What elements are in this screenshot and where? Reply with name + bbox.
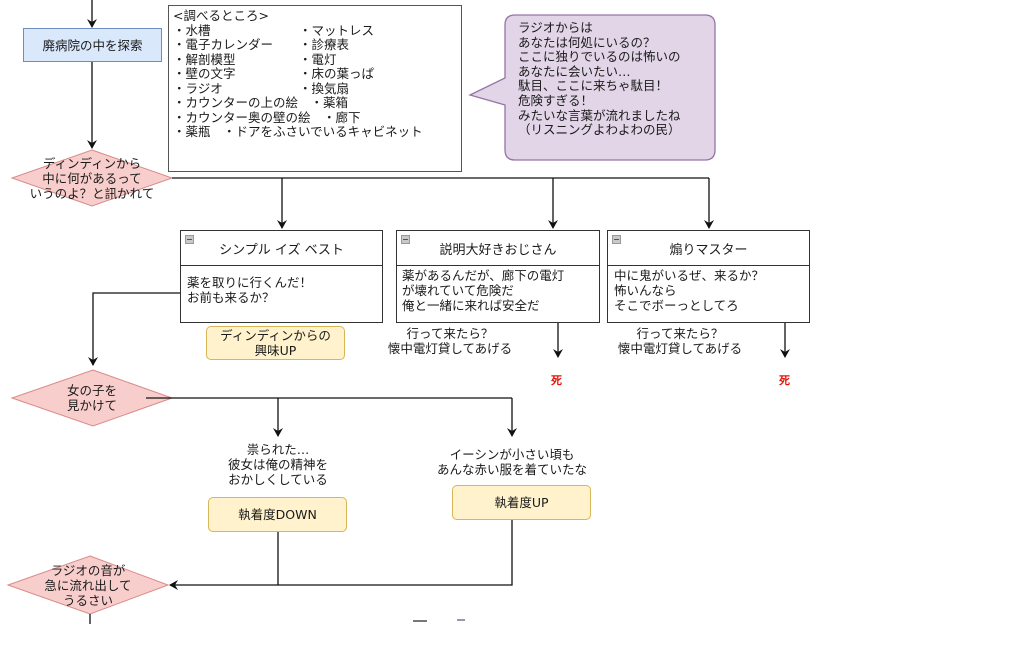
- choice-body-line: 薬があるんだが、廊下の電灯: [402, 268, 565, 283]
- decision-3-line: ラジオの音が: [50, 562, 126, 578]
- branch-line: あんな赤い服を着ていたな: [436, 462, 587, 477]
- collapse-icon[interactable]: [185, 235, 194, 244]
- decision-3-label: ラジオの音が 急に流れ出して うるさい: [8, 556, 168, 614]
- notes-item: ・水槽: [173, 22, 211, 38]
- decision-3-line: 急に流れ出して: [44, 577, 132, 593]
- reply-line: 懐中電灯貸してあげる: [617, 341, 743, 356]
- notes-item: ・薬瓶 ・ドアをふさいでいるキャビネット: [173, 124, 423, 139]
- start-process-label: 廃病院の中を探索: [42, 37, 143, 53]
- decision-2-line: 見かけて: [66, 398, 117, 413]
- callout-line: ラジオからは: [518, 20, 593, 35]
- result-line: ディンディンからの: [220, 328, 331, 343]
- decision-1-shape[interactable]: [10, 149, 174, 207]
- choice-3-reply: 行って来たら？ 懐中電灯貸してあげる: [610, 326, 750, 356]
- choice-body-line: 薬を取りに行くんだ！: [187, 275, 313, 290]
- result-line: 興味UP: [254, 343, 297, 358]
- choice-body-line: が壊れていて危険だ: [402, 283, 514, 298]
- callout-line: ここに独りでいるのは怖いの: [518, 49, 681, 65]
- notes-item: ・換気扇: [299, 80, 350, 96]
- callout-line: みたいな言葉が流れましたね: [518, 107, 681, 123]
- collapse-icon[interactable]: [612, 235, 621, 244]
- choice-simple-is-best[interactable]: シンプル イズ ベスト 薬を取りに行くんだ！ お前も来るか？: [180, 230, 383, 323]
- notes-item: ・床の葉っぱ: [299, 66, 375, 81]
- choice-body-line: 怖いんなら: [614, 283, 677, 298]
- cropped-text-fragment: [457, 619, 465, 621]
- choice-title: 説明大好きおじさん: [439, 242, 557, 258]
- death-outcome-label: 死: [779, 374, 790, 387]
- notes-item: ・診療表: [299, 37, 350, 52]
- reply-line: 行って来たら？: [406, 326, 494, 341]
- decision-1-line: ディンディンから: [42, 155, 142, 171]
- notes-item: ・ラジオ: [173, 80, 223, 96]
- decision-2-line: 女の子を: [66, 383, 117, 398]
- callout-line: （リスニングよわよわの民）: [518, 122, 681, 138]
- decision-1-label: ディンディンから 中に何があるって いうのよ？と訊かれて: [0, 150, 184, 206]
- radio-callout-shape[interactable]: [468, 14, 716, 161]
- branch-line: 彼女は俺の精神を: [227, 457, 328, 472]
- callout-line: あなたに会いたい…: [518, 63, 631, 79]
- investigate-notes-box[interactable]: <調べるところ> ・水槽 ・マットレス ・電子カレンダー ・診療表 ・解剖模型 ・電灯…: [168, 5, 462, 172]
- choice-explanation-uncle[interactable]: 説明大好きおじさん 薬があるんだが、廊下の電灯 が壊れていて危険だ 俺と一緒に来…: [396, 230, 600, 323]
- reply-line: 行って来たら？: [636, 326, 724, 341]
- choice-title: シンプル イズ ベスト: [219, 242, 344, 258]
- reply-line: 懐中電灯貸してあげる: [387, 341, 513, 356]
- branch-line: おかしくしている: [228, 472, 328, 487]
- notes-item: ・カウンター奥の壁の絵 ・廊下: [173, 109, 361, 125]
- result-interest-up[interactable]: ディンディンからの 興味UP: [206, 326, 345, 360]
- notes-item: ・電灯: [299, 51, 337, 67]
- radio-callout-text: ラジオからは あなたは何処にいるの？ ここに独りでいるのは怖いの あなたに会いた…: [518, 20, 713, 138]
- notes-item: ・カウンターの上の絵 ・薬箱: [173, 95, 349, 110]
- choice-title: 煽りマスター: [669, 242, 748, 258]
- choice-body-line: そこでボーっとしてろ: [614, 298, 739, 313]
- choice-body-line: 中に鬼がいるぜ、来るか？: [614, 268, 765, 283]
- choice-body-line: お前も来るか？: [187, 290, 275, 305]
- callout-line: 危険すぎる！: [518, 92, 594, 108]
- decision-2-shape[interactable]: [10, 369, 174, 427]
- choice-body-line: 俺と一緒に来れば安全だ: [402, 298, 540, 313]
- result-attachment-up[interactable]: 執着度UP: [452, 485, 591, 520]
- notes-title: <調べるところ>: [173, 8, 269, 23]
- collapse-icon[interactable]: [401, 235, 410, 244]
- connector-choice-1-to-decision-2: [88, 292, 180, 366]
- notes-item: ・解剖模型: [173, 51, 236, 67]
- branch-left-text: 祟られた… 彼女は俺の精神を おかしくしている: [198, 442, 358, 487]
- result-attachment-down[interactable]: 執着度DOWN: [208, 497, 347, 532]
- start-process-box[interactable]: 廃病院の中を探索: [23, 28, 162, 62]
- result-label: 執着度DOWN: [238, 507, 317, 522]
- branch-line: イーシンが小さい頃も: [449, 447, 575, 462]
- notes-item: ・電子カレンダー: [173, 37, 274, 52]
- result-label: 執着度UP: [494, 495, 549, 510]
- choice-2-reply: 行って来たら？ 懐中電灯貸してあげる: [380, 326, 520, 356]
- branch-line: 祟られた…: [246, 442, 310, 457]
- notes-item: ・マットレス: [299, 22, 375, 38]
- notes-item: ・壁の文字: [173, 66, 236, 81]
- decision-3-line: うるさい: [62, 592, 113, 608]
- branch-right-text: イーシンが小さい頃も あんな赤い服を着ていたな: [422, 447, 602, 477]
- decision-1-line: いうのよ？と訊かれて: [29, 185, 155, 201]
- cropped-text-fragment: [413, 620, 427, 622]
- callout-line: 駄目、ここに来ちゃ駄目！: [518, 78, 669, 94]
- connector-branch-right-down: [169, 520, 513, 590]
- death-outcome-label: 死: [551, 374, 562, 387]
- decision-1-line: 中に何があるって: [42, 170, 142, 186]
- callout-line: あなたは何処にいるの？: [518, 34, 656, 50]
- decision-2-label: 女の子を 見かけて: [12, 370, 172, 426]
- choice-provoke-master[interactable]: 煽りマスター 中に鬼がいるぜ、来るか？ 怖いんなら そこでボーっとしてろ: [607, 230, 810, 323]
